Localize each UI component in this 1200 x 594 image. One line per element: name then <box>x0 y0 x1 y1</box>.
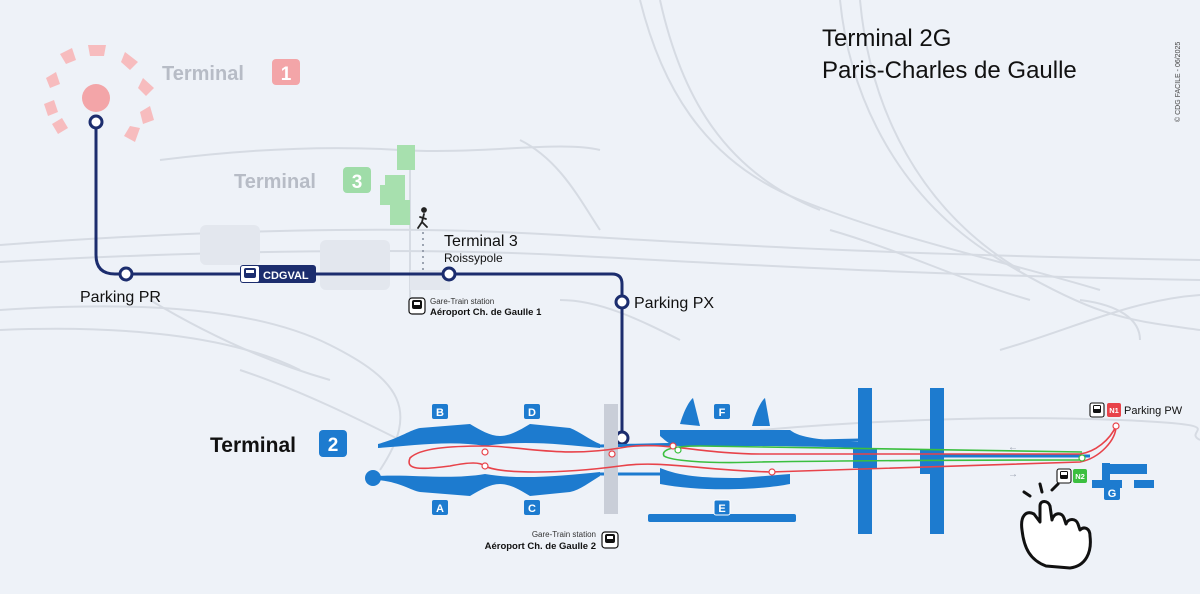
train-station-cdg1-name: Aéroport Ch. de Gaulle 1 <box>430 307 542 318</box>
terminal1-building <box>44 45 154 142</box>
hall-badge-b <box>432 404 448 419</box>
bus-line-n2 <box>662 445 1083 464</box>
train-icon <box>412 300 422 309</box>
cdgval-line <box>94 122 624 440</box>
hall-a-label: A <box>436 503 444 515</box>
page-title: Terminal 2G <box>822 25 951 52</box>
copyright-notice: © CDG FACILE - 06/2025 <box>1174 42 1182 122</box>
station-terminal3: Terminal 3 <box>444 233 518 250</box>
bus-line-n2-badge <box>1073 469 1087 483</box>
bus-line-n1-badge <box>1107 403 1121 417</box>
terminal1-badge <box>272 59 300 85</box>
hall-e-label: E <box>718 503 725 515</box>
bus-stops <box>481 422 1120 476</box>
arrow-right-icon: → <box>1008 469 1018 480</box>
terminal3-label: Terminal <box>234 171 316 193</box>
hall-b-label: B <box>436 407 444 419</box>
tap-hand-icon <box>1020 482 1092 570</box>
train-icon <box>244 268 256 278</box>
hall-c-label: C <box>528 503 536 515</box>
hall-g-label: G <box>1108 488 1117 500</box>
station-parking-px: Parking PX <box>634 295 714 312</box>
hall-f-label: F <box>719 407 726 419</box>
terminal1-label: Terminal <box>162 63 244 85</box>
hall-badge-e <box>713 499 731 516</box>
train-icon <box>605 534 615 543</box>
terminal2-number: 2 <box>328 435 339 456</box>
train-station-cdg1-caption: Gare-Train station <box>430 297 494 306</box>
cdgval-stops <box>88 114 630 446</box>
page-subtitle: Paris-Charles de Gaulle <box>822 57 1077 84</box>
terminal2-badge <box>319 430 347 457</box>
station-parking-pw: Parking PW <box>1124 405 1183 417</box>
terminal1-number: 1 <box>281 64 292 85</box>
hall-badge-f <box>714 404 730 419</box>
bus-icon <box>1093 405 1101 413</box>
walking-person-icon <box>417 207 428 229</box>
station-roissypole: Roissypole <box>444 251 503 265</box>
hall-badge-c <box>524 500 540 515</box>
hall-badge-g <box>1104 485 1120 500</box>
train-platform-cdg2 <box>604 404 618 514</box>
hall-badge-d <box>524 404 540 419</box>
bus-icon <box>1060 471 1068 479</box>
terminal3-building <box>380 145 415 225</box>
terminal3-badge <box>343 167 371 193</box>
parking-lots <box>200 225 450 290</box>
train-station-cdg2-caption: Gare-Train station <box>532 530 596 539</box>
arrow-left-icon: ← <box>1008 442 1018 453</box>
bus-line-n2-label: N2 <box>1075 472 1085 481</box>
cdgval-badge: CDGVAL <box>240 265 316 283</box>
bus-line-n1-label: N1 <box>1109 406 1119 415</box>
cdgval-label: CDGVAL <box>263 270 309 282</box>
train-station-cdg2-name: Aéroport Ch. de Gaulle 2 <box>485 541 596 552</box>
hall-d-label: D <box>528 407 536 419</box>
terminal2-label: Terminal <box>210 434 296 457</box>
terminal2-buildings <box>365 388 1154 534</box>
hall-badge-a <box>432 500 448 515</box>
station-parking-pr: Parking PR <box>80 289 161 306</box>
hall-badges: B D A C F E G <box>432 404 1120 516</box>
terminal3-number: 3 <box>352 172 363 193</box>
